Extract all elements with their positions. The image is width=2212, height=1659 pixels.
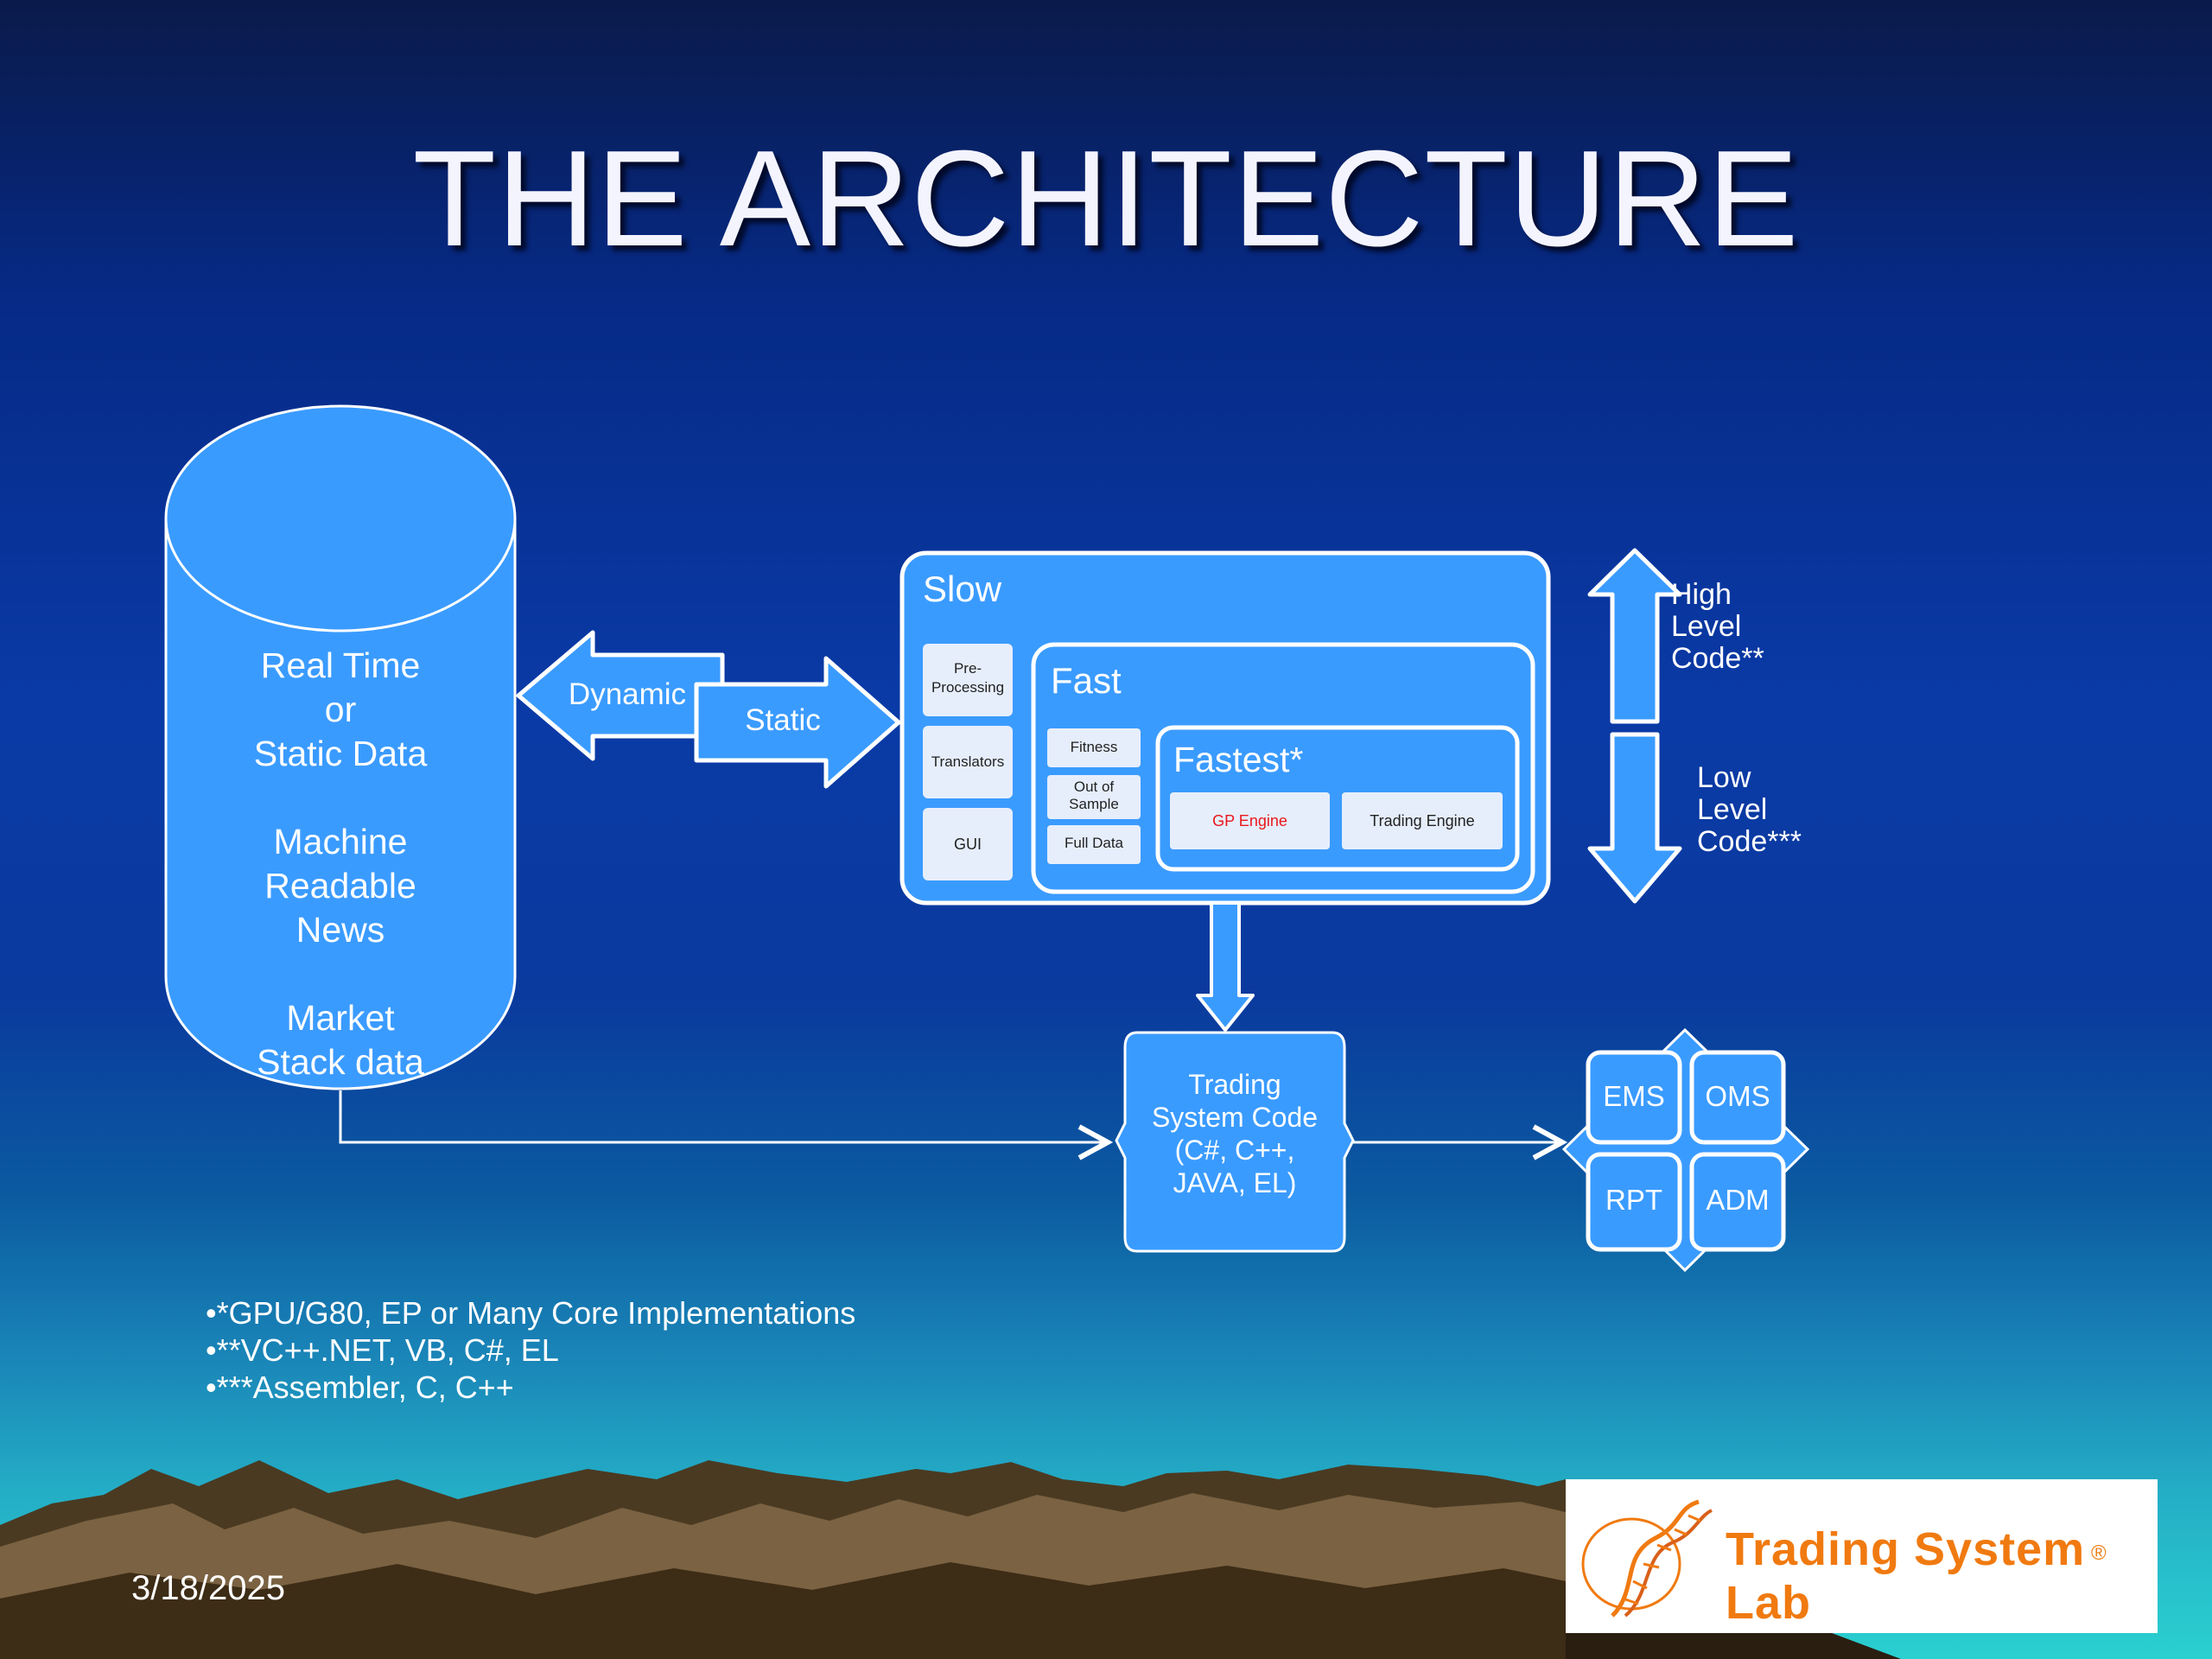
database-line: Readable: [264, 866, 416, 906]
trading-system-label: Trading System Code (C#, C++, JAVA, EL): [1151, 1069, 1319, 1198]
footnote-item: •***Assembler, C, C++: [206, 1370, 514, 1405]
dna-helix-icon: [1581, 1499, 1713, 1618]
trading-engine-label: Trading Engine: [1370, 812, 1475, 830]
module-ems: EMS: [1603, 1080, 1665, 1112]
fast-item-fitness: Fitness: [1070, 739, 1118, 755]
low-level-code-label: Low Level Code***: [1697, 761, 1802, 858]
fast-item-full-data: Full Data: [1064, 835, 1124, 851]
database-line: or: [324, 690, 357, 729]
database-line: Real Time: [260, 645, 421, 685]
trading-system-box: [1115, 1031, 1355, 1253]
static-label: Static: [745, 703, 821, 737]
database-line: Market: [286, 998, 395, 1038]
high-level-code-label: High Level Code**: [1671, 578, 1764, 675]
slide-title: THE ARCHITECTURE: [412, 123, 1800, 275]
slow-item-gui: GUI: [953, 836, 982, 853]
database-line: Stack data: [257, 1042, 424, 1082]
fast-label: Fast: [1051, 660, 1122, 701]
trading-system-lab-logo: Trading System Lab ®: [1566, 1479, 2158, 1633]
slow-label: Slow: [923, 569, 1002, 609]
database-line: [185, 952, 496, 996]
module-adm: ADM: [1706, 1184, 1770, 1216]
module-rpt: RPT: [1605, 1184, 1662, 1216]
database-line: Static Data: [253, 734, 428, 773]
dynamic-label: Dynamic: [568, 677, 687, 711]
static-arrow: [694, 656, 901, 789]
database-line: [185, 776, 496, 820]
slide-date: 3/18/2025: [131, 1569, 285, 1607]
footnote-item: •**VC++.NET, VB, C#, EL: [206, 1332, 559, 1368]
module-oms: OMS: [1705, 1080, 1770, 1112]
logo-name: Trading System Lab: [1726, 1523, 2086, 1629]
slow-item-translators: Translators: [931, 753, 1005, 770]
gp-engine-label: GP Engine: [1212, 812, 1287, 830]
slow-item-preprocessing: Pre-Processing: [931, 660, 1005, 696]
database-label: Real Time or Static Data Machine Readabl…: [185, 644, 496, 1084]
database-line: News: [296, 910, 385, 950]
footnotes: •*GPU/G80, EP or Many Core Implementatio…: [206, 1294, 855, 1406]
database-cylinder: [164, 404, 517, 1090]
database-line: Machine: [273, 822, 408, 861]
registered-mark: ®: [2091, 1541, 2107, 1565]
fastest-label: Fastest*: [1173, 740, 1304, 779]
footnote-item: •*GPU/G80, EP or Many Core Implementatio…: [206, 1295, 856, 1331]
down-flow-arrow: [1196, 901, 1255, 1032]
db-to-trading-line: [339, 1090, 1108, 1142]
